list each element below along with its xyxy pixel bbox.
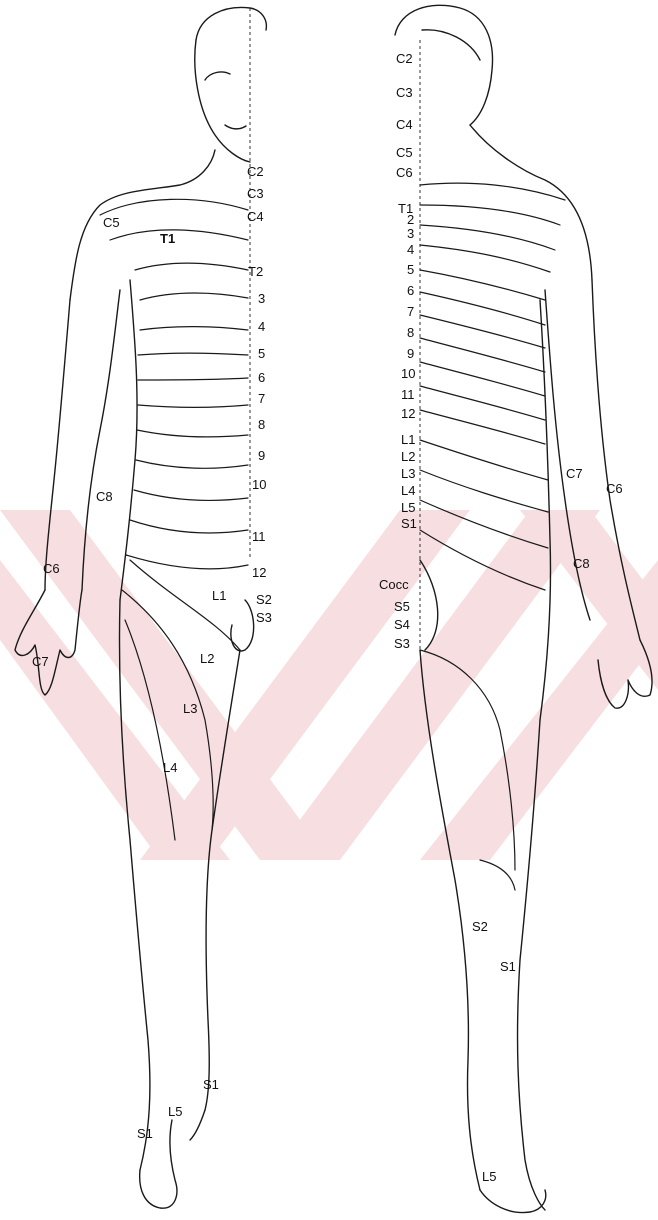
front-label-l5: L5 <box>168 1105 182 1118</box>
back-label-s1-calf: S1 <box>500 960 516 973</box>
back-label-c8: C8 <box>573 557 590 570</box>
front-label-5: 5 <box>258 347 265 360</box>
front-label-c6: C6 <box>43 562 60 575</box>
front-label-c7: C7 <box>32 655 49 668</box>
back-label-s4: S4 <box>394 618 410 631</box>
front-label-9: 9 <box>258 449 265 462</box>
back-label-c6: C6 <box>396 166 413 179</box>
back-label-s1: S1 <box>401 517 417 530</box>
back-label-5: 5 <box>407 263 414 276</box>
front-label-c2: C2 <box>247 165 264 178</box>
front-label-8: 8 <box>258 418 265 431</box>
back-label-s5: S5 <box>394 600 410 613</box>
front-label-c5: C5 <box>103 216 120 229</box>
front-label-4: 4 <box>258 320 265 333</box>
front-label-s2: S2 <box>256 593 272 606</box>
back-label-c3: C3 <box>396 86 413 99</box>
front-label-s1-foot: S1 <box>137 1127 153 1140</box>
back-label-11: 11 <box>401 388 415 401</box>
front-label-c4: C4 <box>247 210 264 223</box>
front-label-c8: C8 <box>96 490 113 503</box>
back-label-12: 12 <box>401 407 415 420</box>
back-label-s3: S3 <box>394 637 410 650</box>
back-label-s2: S2 <box>472 920 488 933</box>
back-label-cocc: Cocc <box>379 578 409 591</box>
front-label-s3: S3 <box>256 611 272 624</box>
back-label-c2: C2 <box>396 52 413 65</box>
front-label-l4: L4 <box>163 761 177 774</box>
front-label-s1-ankle: S1 <box>203 1078 219 1091</box>
back-label-l5: L5 <box>401 501 415 514</box>
front-label-10: 10 <box>252 478 266 491</box>
back-label-9: 9 <box>407 347 414 360</box>
front-label-l2: L2 <box>200 652 214 665</box>
back-label-c4: C4 <box>396 118 413 131</box>
back-label-l5-foot: L5 <box>482 1170 496 1183</box>
front-label-3: 3 <box>258 292 265 305</box>
front-label-c3: C3 <box>247 187 264 200</box>
back-label-c5: C5 <box>396 146 413 159</box>
back-label-2: 2 <box>407 213 414 226</box>
back-label-10: 10 <box>401 367 415 380</box>
back-label-l2: L2 <box>401 450 415 463</box>
back-label-3: 3 <box>407 227 414 240</box>
front-label-7: 7 <box>258 392 265 405</box>
front-label-l1: L1 <box>212 589 226 602</box>
back-label-8: 8 <box>407 326 414 339</box>
front-label-t1: T1 <box>160 232 175 245</box>
front-label-11: 11 <box>252 530 266 543</box>
back-label-7: 7 <box>407 305 414 318</box>
front-label-12: 12 <box>252 566 266 579</box>
back-label-l4: L4 <box>401 484 415 497</box>
back-label-4: 4 <box>407 243 414 256</box>
back-label-6: 6 <box>407 284 414 297</box>
front-label-t2: T2 <box>248 265 263 278</box>
back-label-c7: C7 <box>566 467 583 480</box>
back-label-l3: L3 <box>401 467 415 480</box>
front-label-l3: L3 <box>183 702 197 715</box>
back-label-c6-arm: C6 <box>606 482 623 495</box>
back-label-l1: L1 <box>401 433 415 446</box>
front-label-6: 6 <box>258 371 265 384</box>
